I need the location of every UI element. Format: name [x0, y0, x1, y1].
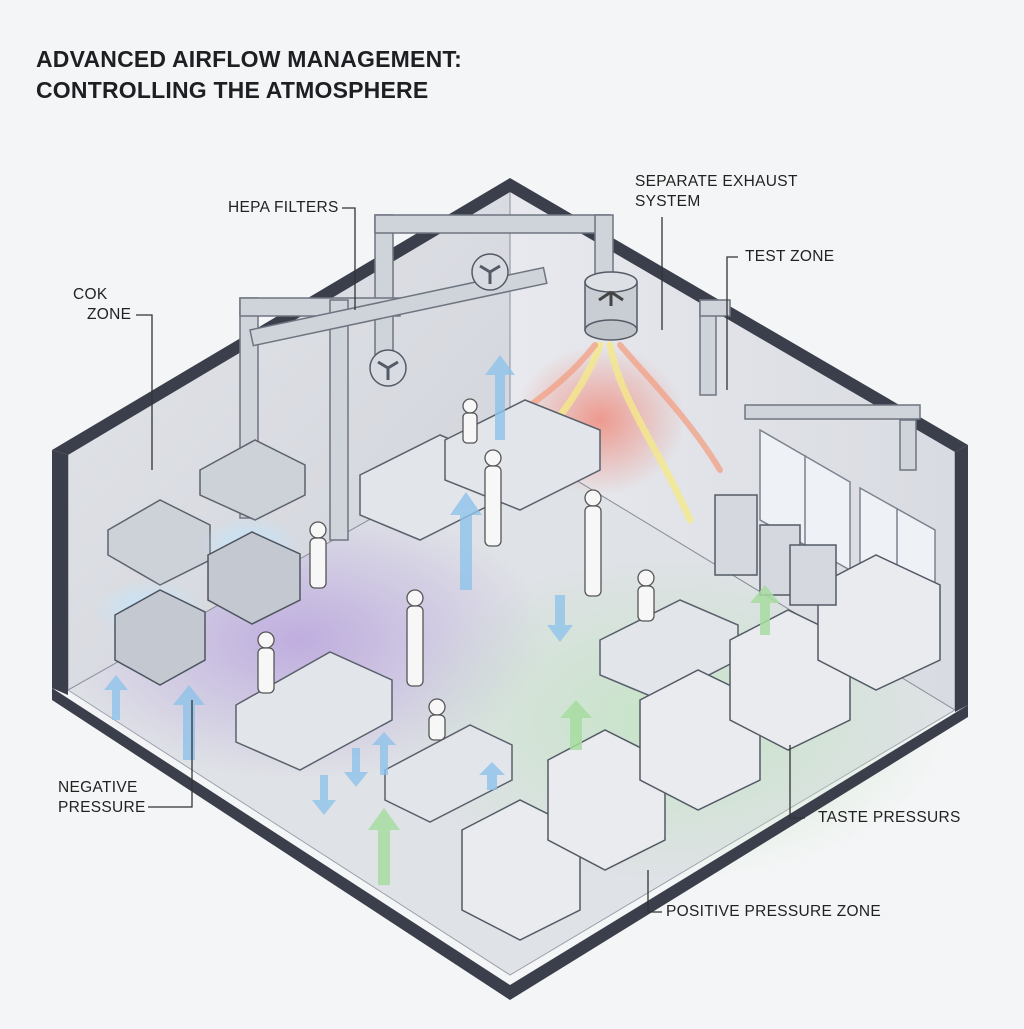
down-arrow-icon	[312, 775, 336, 815]
up-arrow-icon	[750, 585, 780, 635]
label-separate-exhaust: SEPARATE EXHAUST SYSTEM	[635, 173, 798, 210]
airflow-arrows-blue	[104, 355, 573, 815]
equipment-cabinets	[714, 494, 837, 606]
up-arrow-icon	[368, 808, 400, 885]
label-negative-pressure: NEGATIVE PRESSURE	[58, 779, 146, 816]
airflow-arrows-green	[368, 585, 780, 885]
up-arrow-icon	[479, 762, 505, 790]
floor-edge-front-left	[52, 688, 510, 1000]
up-arrow-icon	[372, 732, 396, 775]
up-arrow-icon	[560, 700, 592, 750]
leader-lines	[136, 207, 805, 913]
up-arrow-icon	[450, 492, 482, 590]
leader-hepa-filters	[342, 207, 356, 310]
fan-icon	[369, 349, 407, 387]
chef-figure-icon	[257, 398, 655, 741]
title-line-2: CONTROLLING THE ATMOSPHERE	[36, 77, 429, 103]
wall-edge-right-side	[955, 445, 968, 712]
leader-cook-zone	[136, 314, 153, 470]
leader-positive-pressure	[647, 870, 662, 913]
exhaust-hood	[584, 271, 638, 341]
up-arrow-icon	[485, 355, 515, 440]
counters	[235, 399, 739, 823]
leader-negative-pressure	[148, 700, 193, 808]
wall-edge-left-side	[52, 450, 68, 695]
floor-edge-front-right	[510, 705, 968, 1000]
diagram-title: ADVANCED AIRFLOW MANAGEMENT: CONTROLLING…	[36, 44, 462, 106]
cook-stoves	[114, 531, 301, 686]
title-line-1: ADVANCED AIRFLOW MANAGEMENT:	[36, 46, 462, 72]
up-arrow-icon	[173, 685, 205, 760]
down-arrow-icon	[547, 595, 573, 642]
label-taste-pressure: TASTE PRESSURS	[818, 809, 961, 826]
up-arrow-icon	[104, 675, 128, 720]
fan-icon	[471, 253, 509, 291]
label-cook-zone: COK ZONE	[73, 286, 132, 323]
tasting-booths	[461, 554, 941, 941]
label-positive-pressure-zone: POSITIVE PRESSURE ZONE	[666, 903, 882, 920]
leader-test-zone	[726, 256, 738, 390]
down-arrow-icon	[344, 748, 368, 787]
label-test-zone: TEST ZONE	[745, 248, 835, 265]
label-hepa-filters: HEPA FILTERS	[228, 199, 339, 216]
leader-taste-pressure	[789, 745, 805, 819]
wall-edge-right-top	[510, 178, 968, 452]
